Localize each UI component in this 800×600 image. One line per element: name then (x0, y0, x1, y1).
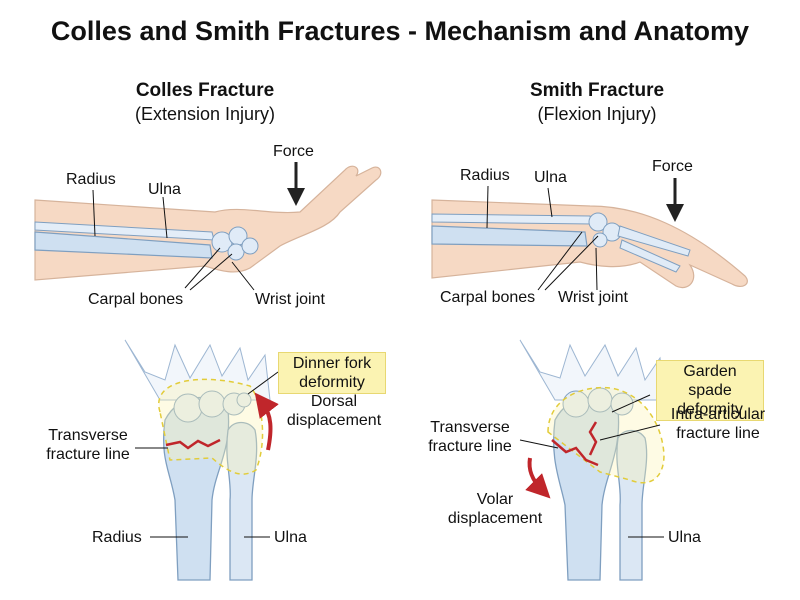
colles-displacement-label: Dorsal displacement (286, 393, 382, 429)
colles-displacement-region (157, 378, 264, 475)
smith-ulna-bone (431, 213, 593, 225)
colles-ulna-label: Ulna (148, 181, 181, 198)
smith-volar-arrow (525, 457, 551, 499)
smith-force-label: Force (652, 158, 693, 175)
smith-subheading: (Flexion Injury) (537, 104, 657, 124)
smith-wrist-joint-label: Wrist joint (558, 289, 628, 306)
smith-fracture-line-label: Transverse fracture line (428, 419, 512, 455)
smith-carpal-bones (588, 212, 691, 273)
smith-forearm-illustration (431, 199, 748, 289)
smith-ulna-label: Ulna (534, 169, 567, 186)
colles-fracture-line-label: Transverse fracture line (46, 427, 130, 463)
colles-carpal-bones (211, 226, 259, 261)
smith-radius-bone (431, 225, 588, 247)
colles-heading-block: Colles Fracture (Extension Injury) (75, 80, 335, 125)
smith-transverse-fracture (551, 439, 599, 467)
smith-bone-diagram (519, 339, 666, 581)
colles-forearm-illustration (34, 165, 382, 281)
smith-bone-ulna-label: Ulna (668, 529, 701, 546)
smith-heading-block: Smith Fracture (Flexion Injury) (467, 80, 727, 125)
smith-intra-articular-label: Intra-articular fracture line (670, 406, 766, 442)
smith-carpal-bones-label: Carpal bones (440, 289, 536, 306)
colles-wrist-joint-label: Wrist joint (255, 291, 325, 308)
smith-deformity-callout: Garden spade deformity (656, 360, 764, 421)
smith-radius-label: Radius (460, 167, 510, 184)
colles-bone-diagram (124, 339, 279, 581)
colles-bone-ulna-label: Ulna (274, 529, 307, 546)
smith-arm-leader-lines (486, 185, 599, 291)
smith-bone-leader-lines (519, 394, 664, 538)
colles-fracture-line (165, 438, 221, 450)
smith-intra-articular-fracture (588, 421, 598, 456)
colles-deformity-callout: Dinner fork deformity (278, 352, 386, 394)
smith-displacement-label: Volar displacement (447, 491, 543, 527)
colles-bone-radius-label: Radius (92, 529, 142, 546)
colles-arm-leader-lines (92, 189, 255, 291)
colles-ulna (226, 421, 258, 581)
colles-subheading: (Extension Injury) (134, 104, 276, 124)
smith-heading: Smith Fracture (529, 80, 665, 101)
colles-bone-leader-lines (135, 371, 279, 538)
colles-radius-label: Radius (66, 171, 116, 188)
colles-heading: Colles Fracture (135, 80, 275, 101)
colles-dorsal-arrow (254, 392, 279, 451)
page-title: Colles and Smith Fractures - Mechanism a… (50, 16, 750, 46)
colles-carpal-row (173, 390, 252, 423)
smith-displacement-region (547, 386, 665, 484)
colles-carpal-bones-label: Carpal bones (88, 291, 184, 308)
colles-force-label: Force (273, 143, 314, 160)
colles-radius-bone (34, 231, 213, 259)
